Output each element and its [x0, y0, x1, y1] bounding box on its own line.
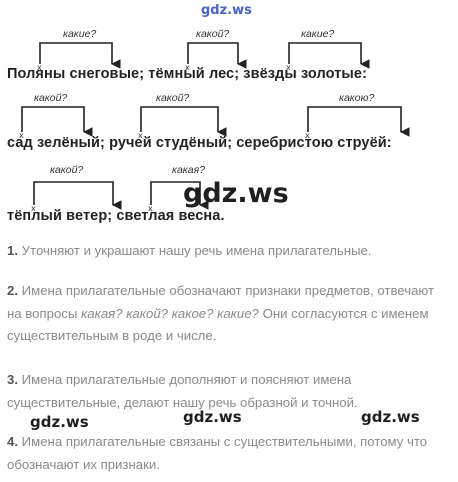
answer-2-questions: какая? какой? какое? какие?	[81, 305, 259, 321]
answer-1: 1. Уточняют и украшают нашу речь имена п…	[7, 240, 451, 263]
arrow-6	[307, 106, 410, 137]
svg-text:x: x	[305, 131, 310, 140]
question-6: какою?	[339, 92, 375, 104]
watermark-bottom-center: gdz.ws	[183, 408, 242, 426]
arrow-7	[33, 181, 122, 210]
answer-4: 4. Имена прилагательные связаны с сущест…	[7, 431, 451, 476]
question-5: какой?	[156, 92, 190, 104]
answer-2-text-before: Имена прилагательные обозначают признаки…	[7, 283, 435, 321]
watermark-center: gdz.ws	[183, 178, 289, 209]
question-1: какие?	[63, 28, 97, 40]
svg-text:x: x	[286, 63, 291, 72]
answer-1-number: 1.	[7, 243, 18, 258]
phrase-line-3: тёплый ветер; светлая весна.	[7, 208, 225, 224]
answer-3-text: Имена прилагательные дополняют и поясняю…	[7, 372, 358, 410]
question-7: какой?	[50, 164, 84, 176]
answer-2: 2. Имена прилагательные обозначают призн…	[7, 280, 451, 348]
answer-2-text-after: Они согласуются с именем существительным…	[7, 305, 429, 344]
question-4: какой?	[34, 92, 68, 104]
answer-2-number: 2.	[7, 283, 18, 298]
watermark-top: gdz.ws	[201, 3, 252, 18]
watermark-bottom-right: gdz.ws	[361, 408, 420, 426]
svg-text:x: x	[148, 204, 153, 213]
watermark-bottom-left: gdz.ws	[30, 413, 89, 431]
question-arrows: x x x x x x x x	[19, 42, 410, 213]
question-3: какие?	[301, 28, 335, 40]
svg-text:x: x	[19, 131, 24, 140]
phrase-line-1: Поляны снеговые; тёмный лес; звёзды золо…	[7, 66, 368, 82]
question-8: какая?	[172, 164, 206, 176]
svg-text:x: x	[31, 204, 36, 213]
svg-text:x: x	[185, 63, 190, 72]
answer-3: 3. Имена прилагательные дополняют и пояс…	[7, 369, 451, 414]
svg-text:x: x	[138, 131, 143, 140]
arrow-1	[39, 42, 121, 69]
answer-1-text: Уточняют и украшают нашу речь имена прил…	[21, 243, 372, 258]
arrow-5	[140, 106, 227, 137]
phrase-line-2: сад зелёный; ручей студёный; серебристою…	[7, 135, 392, 151]
question-2: какой?	[196, 28, 230, 40]
svg-text:x: x	[37, 63, 42, 72]
arrow-8	[150, 181, 209, 210]
arrow-3	[288, 42, 370, 69]
answer-4-number: 4.	[7, 434, 18, 449]
arrow-4	[21, 106, 93, 137]
answer-3-number: 3.	[7, 372, 18, 387]
answer-4-text: Имена прилагательные связаны с существит…	[7, 434, 428, 472]
arrow-2	[187, 42, 247, 69]
